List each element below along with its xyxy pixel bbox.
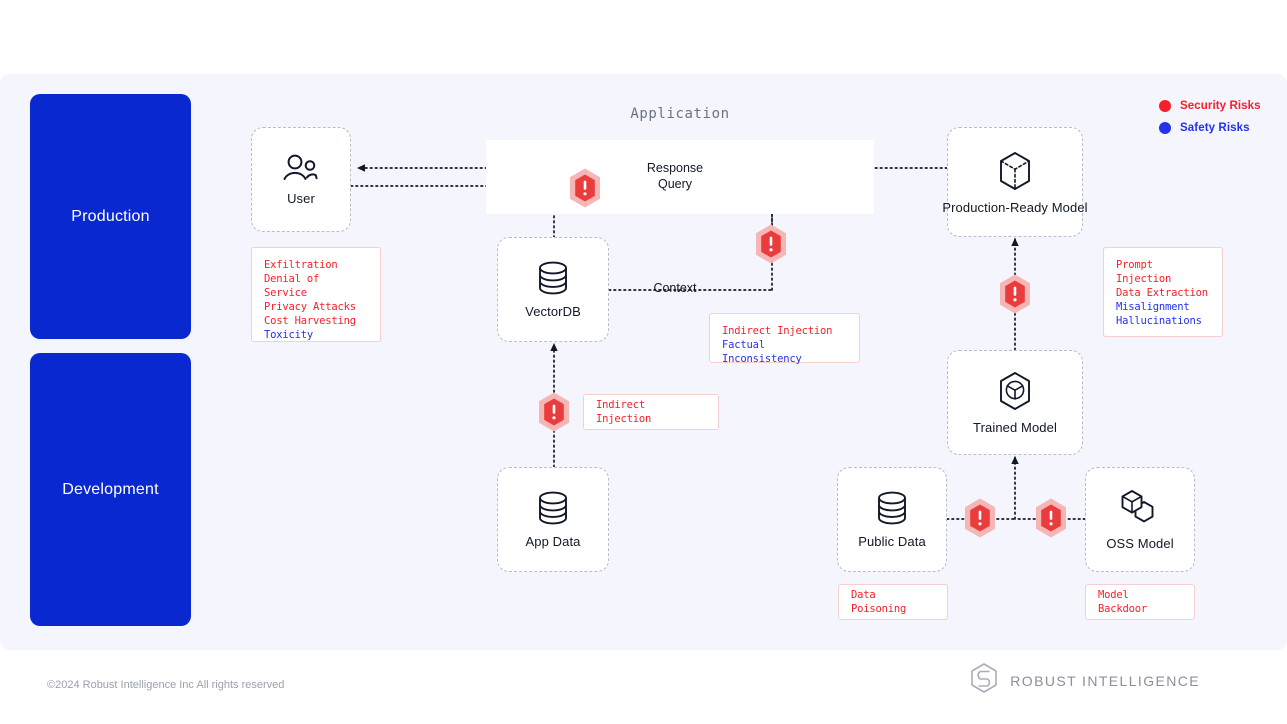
footer-brand-text: ROBUST INTELLIGENCE — [1010, 672, 1200, 689]
risk-box-production-model: Prompt Injection Data Extraction Misalig… — [1103, 247, 1223, 337]
node-ossmodel[interactable]: OSS Model — [1085, 467, 1195, 572]
risk-item: Prompt Injection — [1116, 259, 1172, 285]
node-label-prodmodel: Production-Ready Model — [942, 199, 1088, 215]
legend-item-security: Security Risks — [1159, 100, 1261, 112]
risk-item: Denial of Service — [264, 273, 320, 299]
database-icon — [536, 260, 570, 296]
risk-item: Factual Inconsistency — [722, 339, 802, 365]
node-label-user: User — [287, 191, 315, 206]
stage-panel-development: Development — [30, 353, 191, 626]
risk-item: Indirect Injection — [722, 325, 833, 337]
cube-icon — [995, 150, 1035, 192]
double-cube-icon — [1119, 488, 1161, 528]
risk-item: Model Backdoor — [1098, 589, 1147, 615]
stage-label-development: Development — [62, 480, 159, 498]
risk-item: Hallucinations — [1116, 315, 1202, 327]
node-user[interactable]: User — [251, 127, 351, 232]
node-trained[interactable]: Trained Model — [947, 350, 1083, 455]
warning-badge-appdata[interactable] — [532, 390, 576, 434]
footer-logo: ROBUST INTELLIGENCE — [969, 662, 1200, 699]
node-label-trained: Trained Model — [973, 420, 1057, 435]
node-appdata[interactable]: App Data — [497, 467, 609, 572]
flow-label-query: Query — [657, 177, 693, 191]
node-label-appdata: App Data — [525, 534, 581, 549]
legend-item-safety: Safety Risks — [1159, 122, 1261, 134]
warning-badge-context[interactable] — [749, 222, 793, 266]
risk-item: Toxicity — [264, 329, 313, 341]
hexagon-target-icon — [995, 370, 1035, 412]
risk-item: Privacy Attacks — [264, 301, 356, 313]
risk-item: Exfiltration — [264, 259, 338, 271]
node-publicdata[interactable]: Public Data — [837, 467, 947, 572]
node-label-publicdata: Public Data — [858, 534, 926, 549]
risk-box-context: Indirect Injection Factual Inconsistency — [709, 313, 860, 365]
database-icon — [875, 490, 909, 526]
database-icon — [536, 490, 570, 526]
risk-item: Misalignment — [1116, 301, 1190, 313]
node-vectordb[interactable]: VectorDB — [497, 237, 609, 342]
robust-intelligence-logo-icon — [969, 662, 999, 699]
risk-box-user: Exfiltration Denial of Service Privacy A… — [251, 247, 381, 342]
users-icon — [281, 153, 321, 183]
risk-item: Data Extraction — [1116, 287, 1208, 299]
warning-badge-ossmodel[interactable] — [1029, 496, 1073, 540]
node-label-ossmodel: OSS Model — [1106, 536, 1174, 551]
application-title: Application — [630, 106, 730, 122]
node-prodmodel[interactable]: Production-Ready Model — [942, 127, 1088, 237]
warning-badge-trained-to-prod[interactable] — [993, 272, 1037, 316]
flow-label-response: Response — [646, 161, 704, 175]
risk-box-app-data: Indirect Injection — [583, 394, 719, 430]
risk-box-public-data: Data Poisoning — [838, 584, 948, 620]
legend-dot-safety — [1159, 122, 1171, 134]
footer-copyright: ©2024 Robust Intelligence Inc All rights… — [47, 679, 285, 691]
risk-box-oss-model: Model Backdoor — [1085, 584, 1195, 620]
risk-item: Data Poisoning — [851, 589, 907, 615]
stage-panel-production: Production — [30, 94, 191, 339]
legend-label-safety: Safety Risks — [1180, 122, 1250, 134]
warning-badge-query[interactable] — [563, 166, 607, 210]
application-band — [486, 140, 874, 214]
legend: Security Risks Safety Risks — [1159, 100, 1261, 144]
risk-item: Indirect Injection — [596, 399, 652, 425]
warning-badge-publicdata[interactable] — [958, 496, 1002, 540]
node-label-vectordb: VectorDB — [525, 304, 581, 319]
risk-item: Cost Harvesting — [264, 315, 356, 327]
stage-label-production: Production — [71, 207, 150, 225]
flow-label-context: Context — [653, 281, 697, 295]
legend-label-security: Security Risks — [1180, 100, 1261, 112]
legend-dot-security — [1159, 100, 1171, 112]
